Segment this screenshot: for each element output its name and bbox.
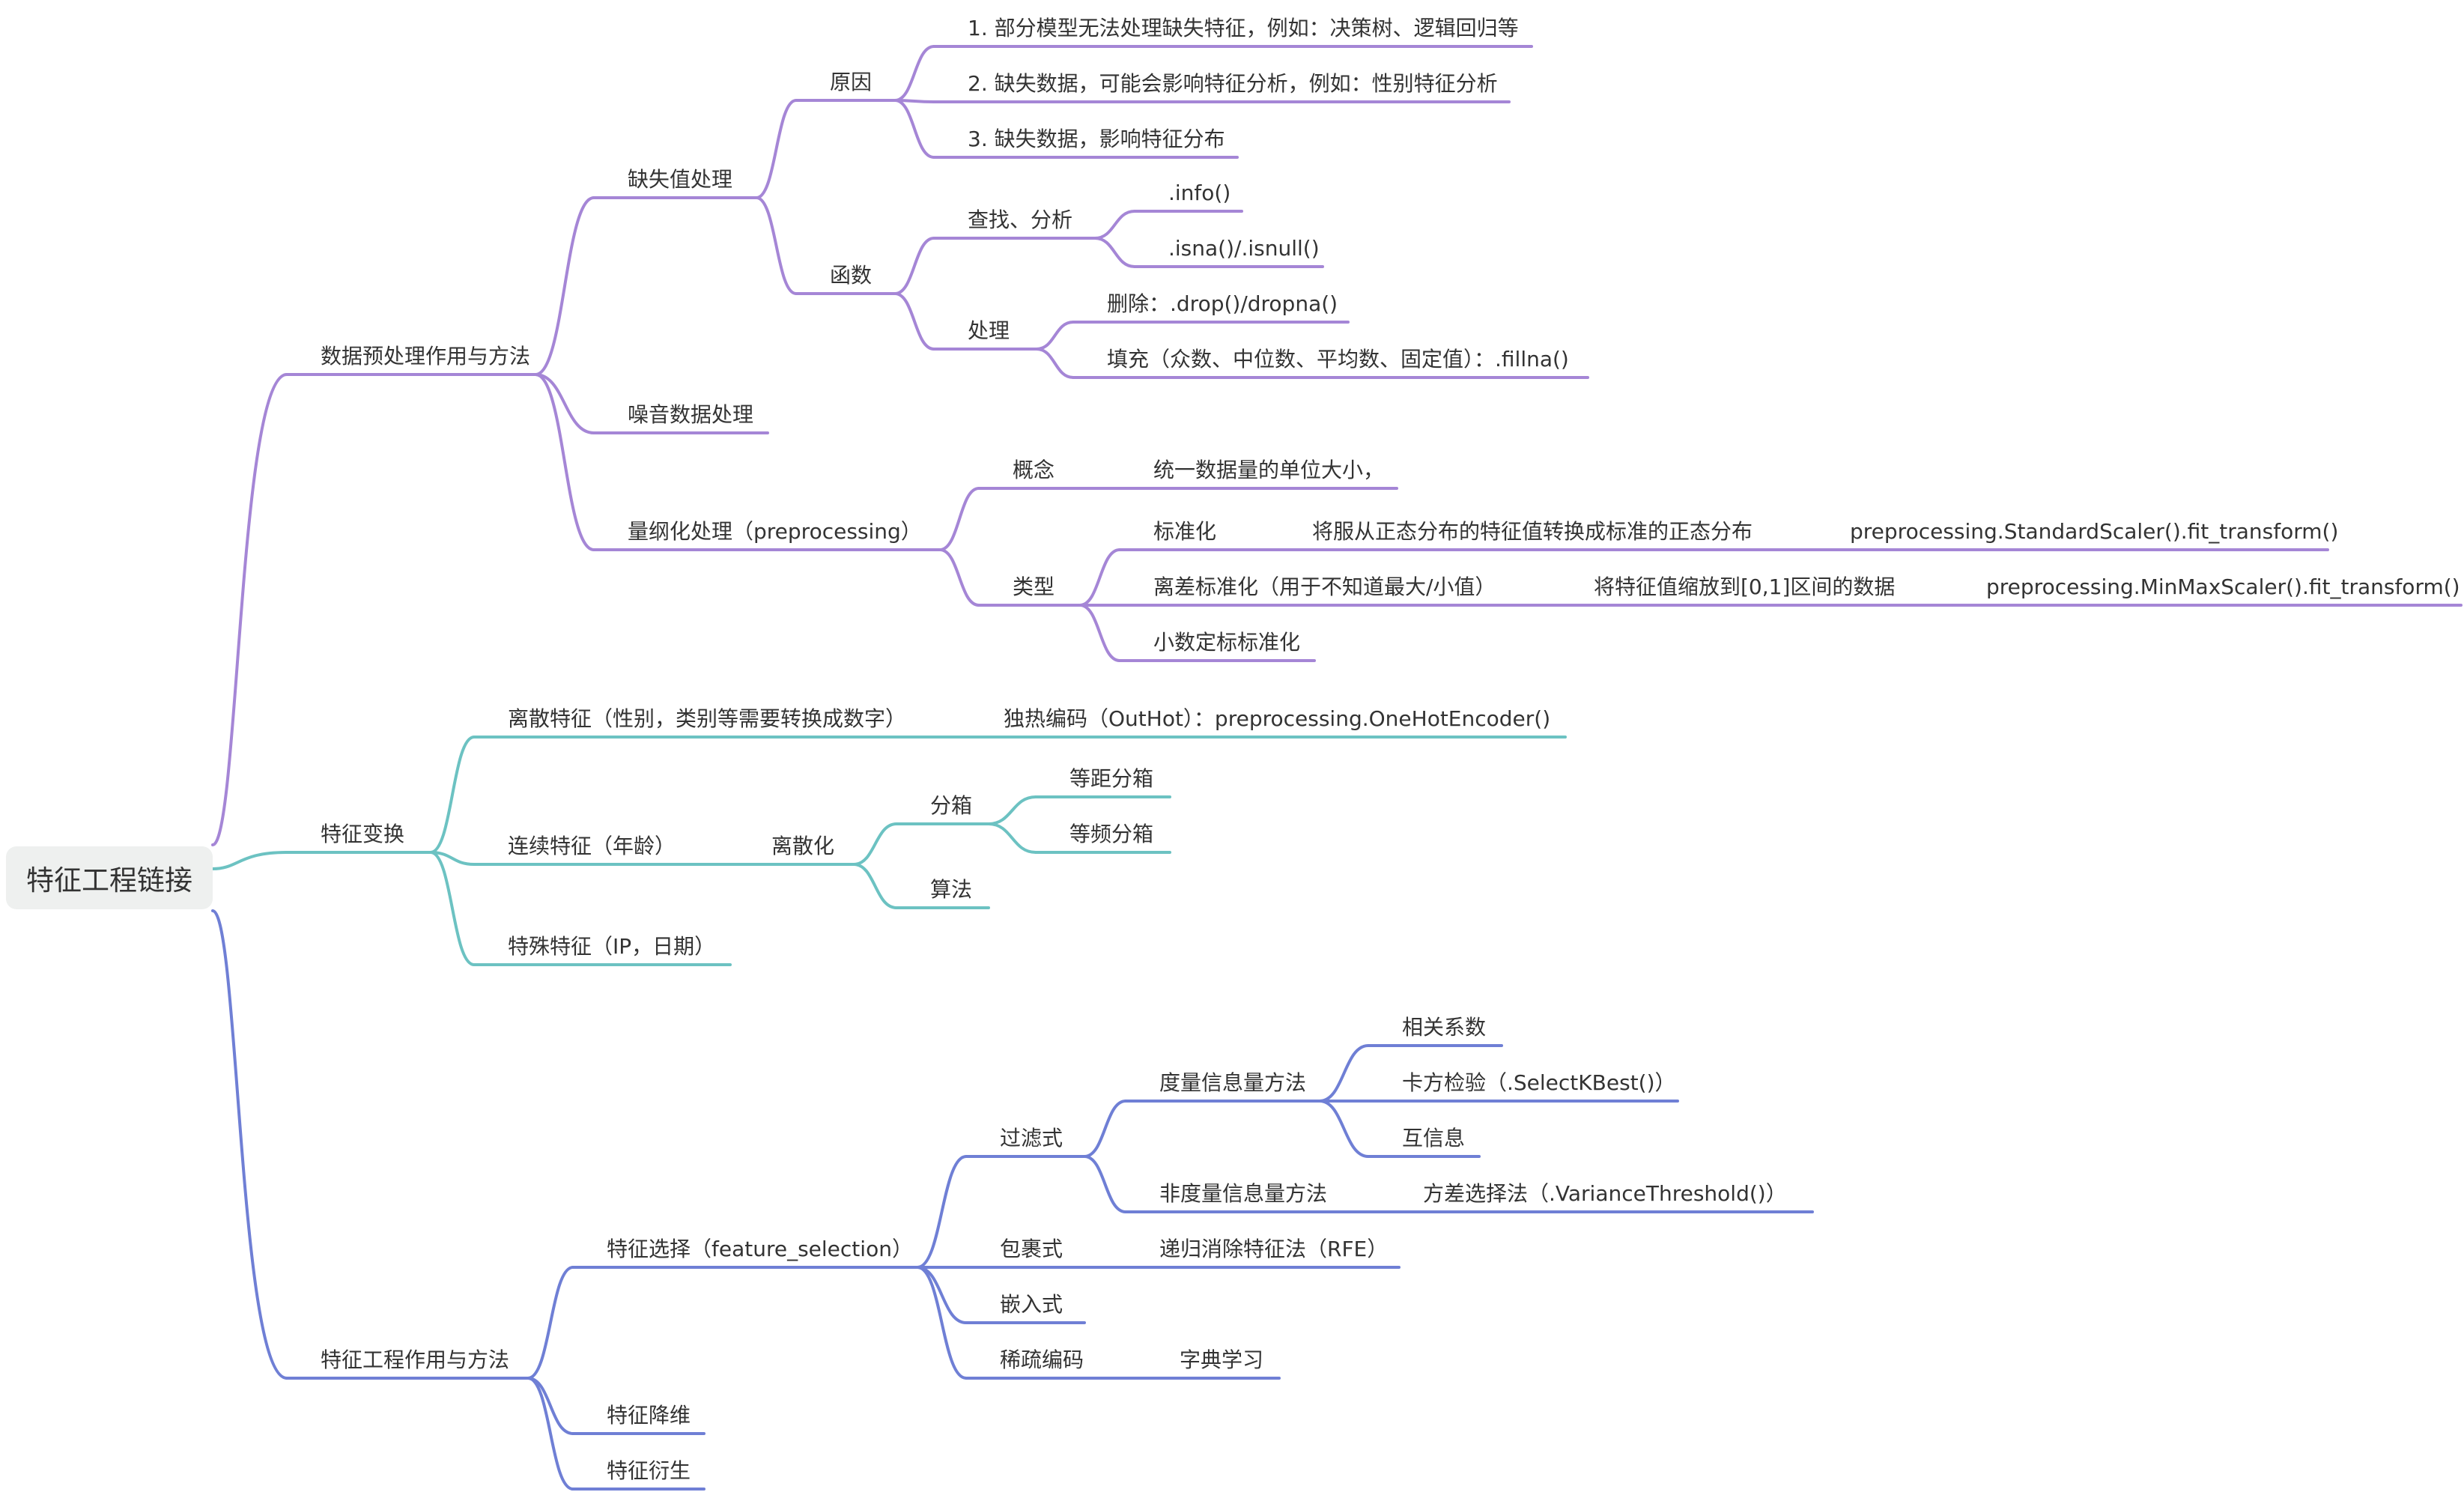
connector-std [1078, 548, 1121, 607]
node-dim[interactable]: 量纲化处理（preprocessing） [628, 519, 922, 544]
node-isna[interactable]: .isna()/.isnull() [1168, 236, 1320, 261]
node-discretize[interactable]: 离散化 [771, 834, 835, 858]
node-std-desc[interactable]: 将服从正态分布的特征值转换成标准的正态分布 [1312, 519, 1753, 544]
connector-filter [916, 1155, 968, 1269]
node-transform[interactable]: 特征变换 [321, 822, 405, 846]
connector-mutual [1318, 1100, 1370, 1158]
connector-find [893, 237, 935, 295]
node-missing[interactable]: 缺失值处理 [628, 167, 733, 192]
root-node-label: 特征工程链接 [26, 864, 192, 897]
node-types[interactable]: 类型 [1013, 574, 1055, 599]
node-corr[interactable]: 相关系数 [1402, 1015, 1487, 1040]
node-drop[interactable]: 删除：.drop()/dropna() [1107, 291, 1338, 316]
connector-types [938, 548, 980, 607]
connector-fe [211, 909, 288, 1380]
connector-concept [938, 487, 980, 551]
connector-isna [1093, 237, 1136, 268]
connector-transform [211, 851, 288, 870]
node-wrapper[interactable]: 包裹式 [1000, 1237, 1063, 1261]
node-reduction[interactable]: 特征降维 [607, 1403, 691, 1428]
connector-equal_freq [987, 822, 1037, 854]
node-reason-1[interactable]: 1. 部分模型无法处理缺失特征，例如：决策树、逻辑回归等 [968, 16, 1519, 40]
node-reason[interactable]: 原因 [830, 70, 873, 94]
connector-algorithm [852, 863, 898, 909]
connector-decimal [1078, 604, 1121, 662]
node-nonmetric[interactable]: 非度量信息量方法 [1159, 1181, 1328, 1206]
connector-info [1093, 210, 1136, 240]
node-decimal[interactable]: 小数定标标准化 [1153, 630, 1301, 655]
node-std[interactable]: 标准化 [1153, 519, 1217, 544]
connector-selection [527, 1266, 574, 1380]
node-func[interactable]: 函数 [830, 263, 873, 288]
node-binning[interactable]: 分箱 [930, 793, 973, 818]
connector-reason [755, 99, 798, 199]
node-fe[interactable]: 特征工程作用与方法 [321, 1347, 510, 1372]
node-filter[interactable]: 过滤式 [1000, 1126, 1063, 1150]
node-preproc[interactable]: 数据预处理作用与方法 [321, 344, 531, 369]
node-noise[interactable]: 噪音数据处理 [628, 402, 754, 427]
node-special[interactable]: 特殊特征（IP，日期） [508, 934, 716, 959]
node-fill[interactable]: 填充（众数、中位数、平均数、固定值）：.fillna() [1107, 347, 1569, 372]
node-metric[interactable]: 度量信息量方法 [1159, 1070, 1307, 1095]
node-handle[interactable]: 处理 [968, 318, 1010, 343]
node-std-fn[interactable]: preprocessing.StandardScaler().fit_trans… [1850, 519, 2339, 544]
connector-embedded [916, 1266, 968, 1324]
connector-handle [893, 292, 935, 351]
connector-fill [1035, 348, 1075, 379]
connector-corr [1318, 1044, 1370, 1103]
connector-noise [534, 373, 595, 434]
connector-discrete [429, 736, 476, 854]
connector-reduction [527, 1377, 574, 1435]
node-find[interactable]: 查找、分析 [968, 207, 1073, 232]
node-selection[interactable]: 特征选择（feature_selection） [607, 1237, 913, 1261]
connector-sparse [916, 1266, 968, 1380]
node-equal-freq[interactable]: 等频分箱 [1069, 822, 1154, 846]
node-derivation[interactable]: 特征衍生 [607, 1458, 691, 1483]
node-chi2[interactable]: 卡方检验（.SelectKBest()） [1402, 1070, 1676, 1095]
connector-preproc [211, 373, 288, 846]
connector-metric [1083, 1100, 1127, 1158]
connector-drop [1035, 321, 1075, 351]
node-concept-desc[interactable]: 统一数据量的单位大小， [1153, 458, 1385, 482]
connector-nonmetric [1083, 1155, 1127, 1213]
connector-derivation [527, 1377, 574, 1491]
node-minmax-fn[interactable]: preprocessing.MinMaxScaler().fit_transfo… [1986, 574, 2460, 599]
root-node[interactable]: 特征工程链接 [6, 846, 213, 909]
node-sparse[interactable]: 稀疏编码 [1000, 1347, 1084, 1372]
node-onehot[interactable]: 独热编码（OutHot）：preprocessing.OneHotEncoder… [1004, 706, 1551, 731]
node-mutual[interactable]: 互信息 [1402, 1126, 1466, 1150]
node-reason-2[interactable]: 2. 缺失数据，可能会影响特征分析，例如：性别特征分析 [968, 71, 1498, 96]
connector-reason_3 [893, 99, 935, 159]
connector-dim [534, 373, 595, 551]
connector-special [429, 851, 476, 966]
connector-equal_width [987, 795, 1037, 825]
connector-continuous [429, 851, 476, 866]
node-info[interactable]: .info() [1168, 181, 1231, 205]
connector-missing [534, 196, 595, 376]
node-minmax-desc[interactable]: 将特征值缩放到[0,1]区间的数据 [1594, 574, 1896, 599]
connector-binning [852, 822, 898, 866]
node-reason-3[interactable]: 3. 缺失数据，影响特征分布 [968, 127, 1225, 151]
node-embedded[interactable]: 嵌入式 [1000, 1292, 1063, 1317]
node-algorithm[interactable]: 算法 [930, 877, 973, 902]
node-continuous[interactable]: 连续特征（年龄） [508, 834, 676, 858]
node-equal-width[interactable]: 等距分箱 [1069, 766, 1154, 791]
node-dict[interactable]: 字典学习 [1180, 1347, 1264, 1372]
node-minmax[interactable]: 离差标准化（用于不知道最大/小值） [1153, 574, 1496, 599]
node-concept[interactable]: 概念 [1013, 458, 1055, 482]
node-discrete[interactable]: 离散特征（性别，类别等需要转换成数字） [508, 706, 907, 731]
node-rfe[interactable]: 递归消除特征法（RFE） [1159, 1237, 1389, 1261]
connector-func [755, 196, 798, 295]
mindmap-connectors [211, 45, 2463, 1491]
connector-reason_1 [893, 45, 935, 102]
node-variance[interactable]: 方差选择法（.VarianceThreshold()） [1423, 1181, 1787, 1206]
